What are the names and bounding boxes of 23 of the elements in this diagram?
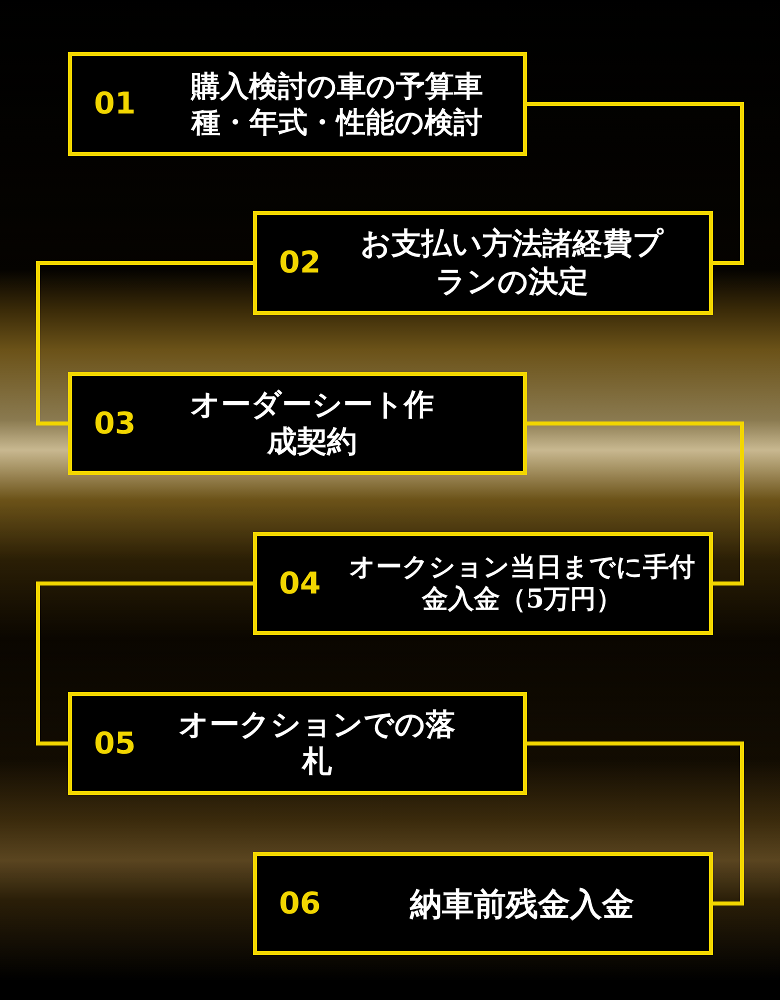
step-number: 05 xyxy=(94,726,136,761)
connector-line xyxy=(36,261,253,426)
step-number: 02 xyxy=(279,246,321,280)
step-box xyxy=(253,532,713,635)
step-label: 購入検討の車の予算車種・年式・性能の検討 xyxy=(190,68,484,140)
connector-line xyxy=(527,742,744,906)
step-box xyxy=(68,692,527,795)
step-label: お支払い方法諸経費プランの決定 xyxy=(360,226,665,300)
connector-line xyxy=(527,422,744,586)
step-label: オークション当日までに手付金入金（5万円） xyxy=(348,551,696,616)
step-label: 納車前残金入金 xyxy=(408,884,635,924)
connector-line xyxy=(36,582,253,746)
step-number: 04 xyxy=(279,566,321,601)
step-box xyxy=(68,52,527,156)
step-box xyxy=(253,852,713,955)
connector-line xyxy=(527,102,744,265)
step-label: オーダーシート作成契約 xyxy=(189,386,435,461)
step-number: 01 xyxy=(94,86,136,122)
step-number: 03 xyxy=(94,406,136,441)
step-label: オークションでの落札 xyxy=(178,706,456,781)
step-number: 06 xyxy=(279,886,321,921)
step-box xyxy=(68,372,527,475)
step-box xyxy=(253,211,713,315)
